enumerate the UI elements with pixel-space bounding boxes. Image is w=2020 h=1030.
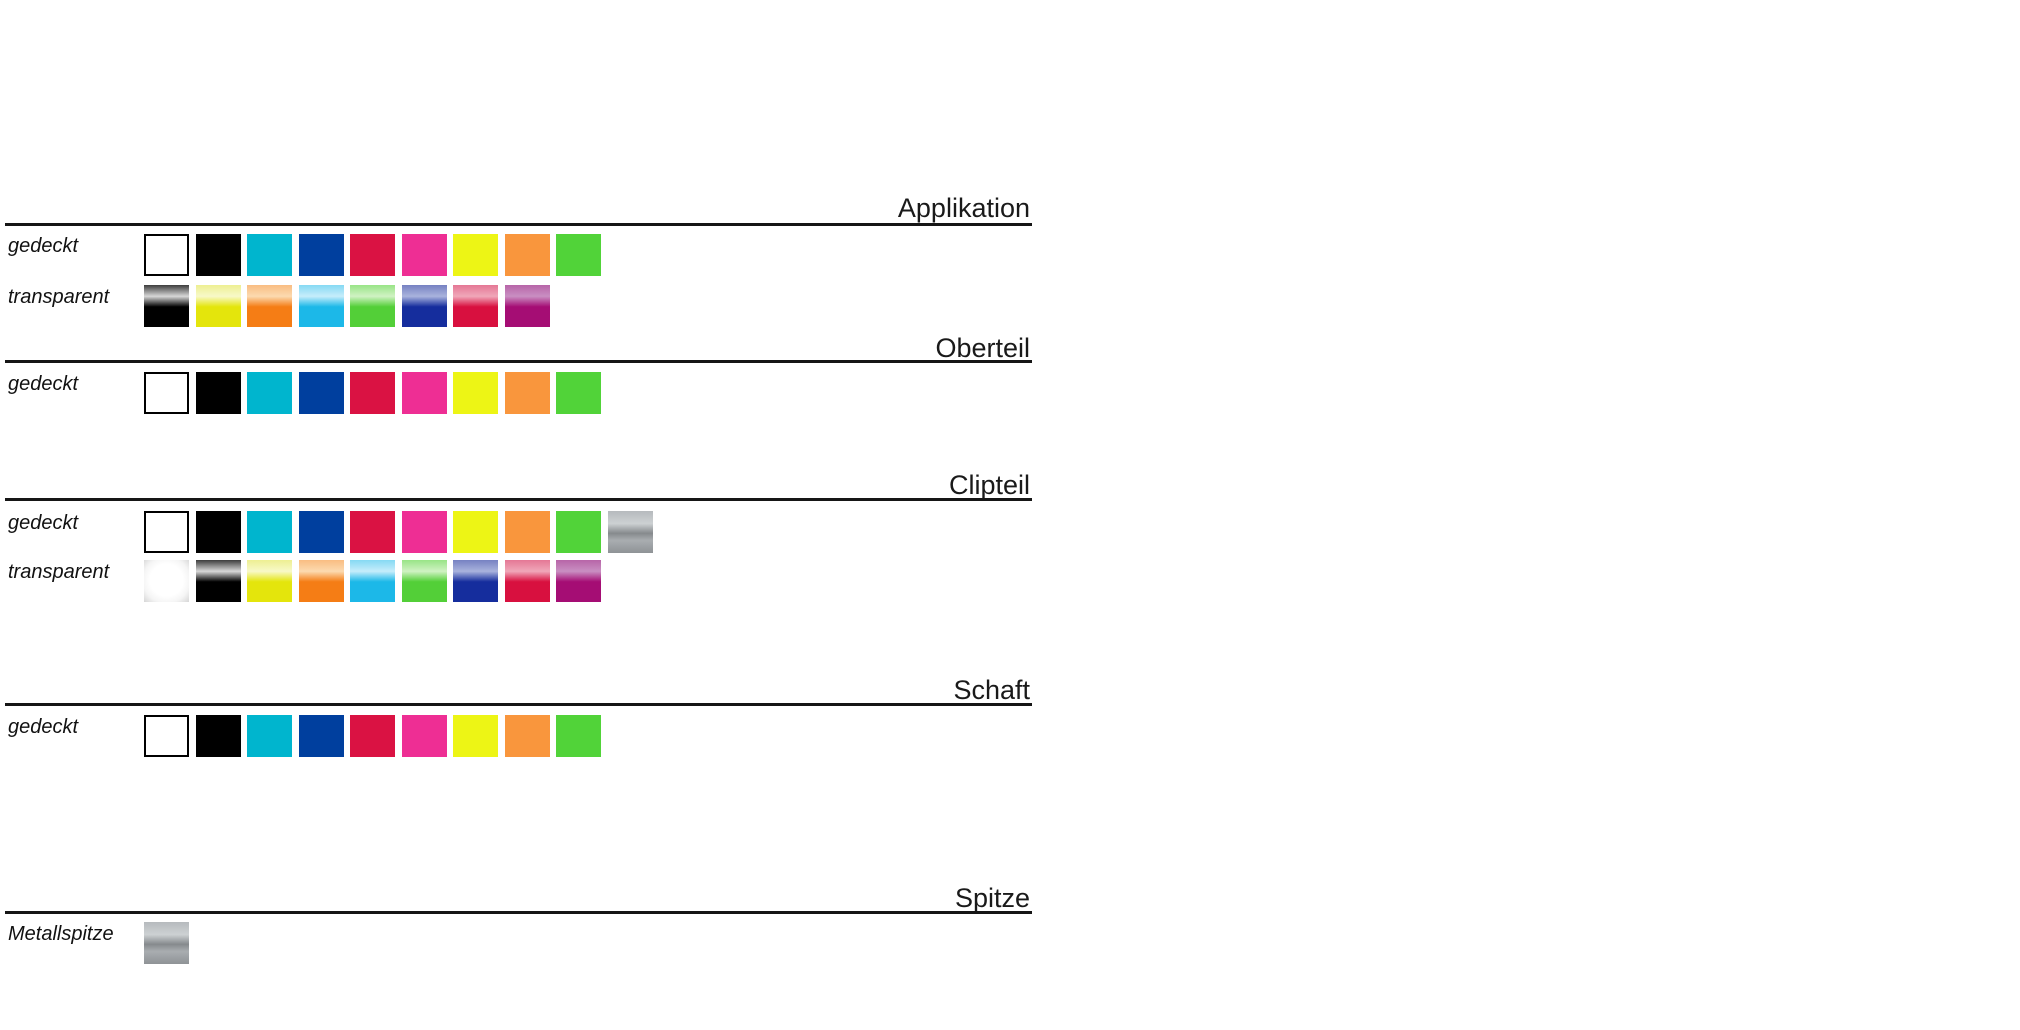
swatch-t_orange[interactable] — [247, 285, 292, 327]
row-label: gedeckt — [8, 235, 79, 257]
swatch-cyan[interactable] — [247, 234, 292, 276]
swatch-strip — [144, 372, 601, 414]
swatch-strip — [144, 560, 601, 602]
swatch-pink[interactable] — [401, 715, 447, 757]
swatch-blue[interactable] — [298, 511, 344, 553]
section-divider — [5, 703, 1032, 706]
swatch-t_black[interactable] — [195, 560, 241, 602]
swatch-pink[interactable] — [401, 372, 447, 414]
swatch-black[interactable] — [195, 234, 241, 276]
swatch-cyan[interactable] — [247, 372, 292, 414]
row-label: Metallspitze — [8, 923, 114, 945]
row-applikation-gedeckt: gedeckt — [0, 234, 1040, 277]
swatch-clear[interactable] — [144, 560, 189, 602]
swatch-strip — [144, 285, 550, 327]
swatch-t_cyan[interactable] — [350, 560, 395, 602]
swatch-green[interactable] — [556, 715, 601, 757]
row-label: transparent — [8, 561, 110, 583]
swatch-yellow[interactable] — [453, 372, 498, 414]
row-applikation-transparent: transparent — [0, 285, 1040, 328]
swatch-t_green[interactable] — [350, 285, 395, 327]
swatch-strip — [144, 511, 653, 553]
swatch-t_orange[interactable] — [298, 560, 344, 602]
row-oberteil-gedeckt: gedeckt — [0, 372, 1040, 415]
row-label: gedeckt — [8, 716, 79, 738]
section-divider — [5, 360, 1032, 363]
swatch-blue[interactable] — [298, 234, 344, 276]
row-label: gedeckt — [8, 512, 79, 534]
swatch-cyan[interactable] — [247, 511, 292, 553]
swatch-cyan[interactable] — [247, 715, 292, 757]
swatch-t_purple[interactable] — [556, 560, 601, 602]
swatch-strip — [144, 922, 189, 964]
swatch-silver[interactable] — [607, 511, 653, 553]
swatch-black[interactable] — [195, 511, 241, 553]
swatch-pink[interactable] — [401, 234, 447, 276]
swatch-silver[interactable] — [144, 922, 189, 964]
swatch-red[interactable] — [350, 715, 395, 757]
swatch-t_yellow[interactable] — [195, 285, 241, 327]
swatch-orange[interactable] — [504, 511, 550, 553]
swatch-white[interactable] — [144, 511, 189, 553]
swatch-t_red[interactable] — [453, 285, 498, 327]
section-title-applikation: Applikation — [897, 193, 1030, 223]
swatch-green[interactable] — [556, 511, 601, 553]
section-divider — [5, 223, 1032, 226]
swatch-green[interactable] — [556, 372, 601, 414]
swatch-white[interactable] — [144, 234, 189, 276]
swatch-red[interactable] — [350, 372, 395, 414]
swatch-orange[interactable] — [504, 234, 550, 276]
swatch-red[interactable] — [350, 234, 395, 276]
section-divider — [5, 911, 1032, 914]
row-label: transparent — [8, 286, 110, 308]
swatch-orange[interactable] — [504, 715, 550, 757]
swatch-pink[interactable] — [401, 511, 447, 553]
swatch-blue[interactable] — [298, 372, 344, 414]
section-divider — [5, 498, 1032, 501]
swatch-t_purple[interactable] — [504, 285, 550, 327]
swatch-t_yellow[interactable] — [247, 560, 292, 602]
swatch-t_red[interactable] — [504, 560, 550, 602]
swatch-black[interactable] — [195, 715, 241, 757]
section-title-spitze: Spitze — [954, 883, 1030, 913]
swatch-blue[interactable] — [298, 715, 344, 757]
swatch-yellow[interactable] — [453, 234, 498, 276]
row-spitze-metallspitze: Metallspitze — [0, 922, 1040, 965]
swatch-yellow[interactable] — [453, 715, 498, 757]
swatch-strip — [144, 234, 601, 276]
swatch-t_cyan[interactable] — [298, 285, 344, 327]
swatch-orange[interactable] — [504, 372, 550, 414]
row-clipteil-transparent: transparent — [0, 560, 1040, 603]
swatch-yellow[interactable] — [453, 511, 498, 553]
swatch-t_black[interactable] — [144, 285, 189, 327]
swatch-t_green[interactable] — [401, 560, 447, 602]
swatch-white[interactable] — [144, 372, 189, 414]
row-label: gedeckt — [8, 373, 79, 395]
swatch-green[interactable] — [556, 234, 601, 276]
row-schaft-gedeckt: gedeckt — [0, 715, 1040, 758]
section-title-schaft: Schaft — [953, 675, 1030, 705]
swatch-t_blue[interactable] — [401, 285, 447, 327]
section-title-clipteil: Clipteil — [948, 470, 1030, 500]
row-clipteil-gedeckt: gedeckt — [0, 511, 1040, 554]
section-title-oberteil: Oberteil — [935, 333, 1030, 363]
swatch-strip — [144, 715, 601, 757]
swatch-white[interactable] — [144, 715, 189, 757]
swatch-red[interactable] — [350, 511, 395, 553]
swatch-t_blue[interactable] — [453, 560, 498, 602]
swatch-black[interactable] — [195, 372, 241, 414]
